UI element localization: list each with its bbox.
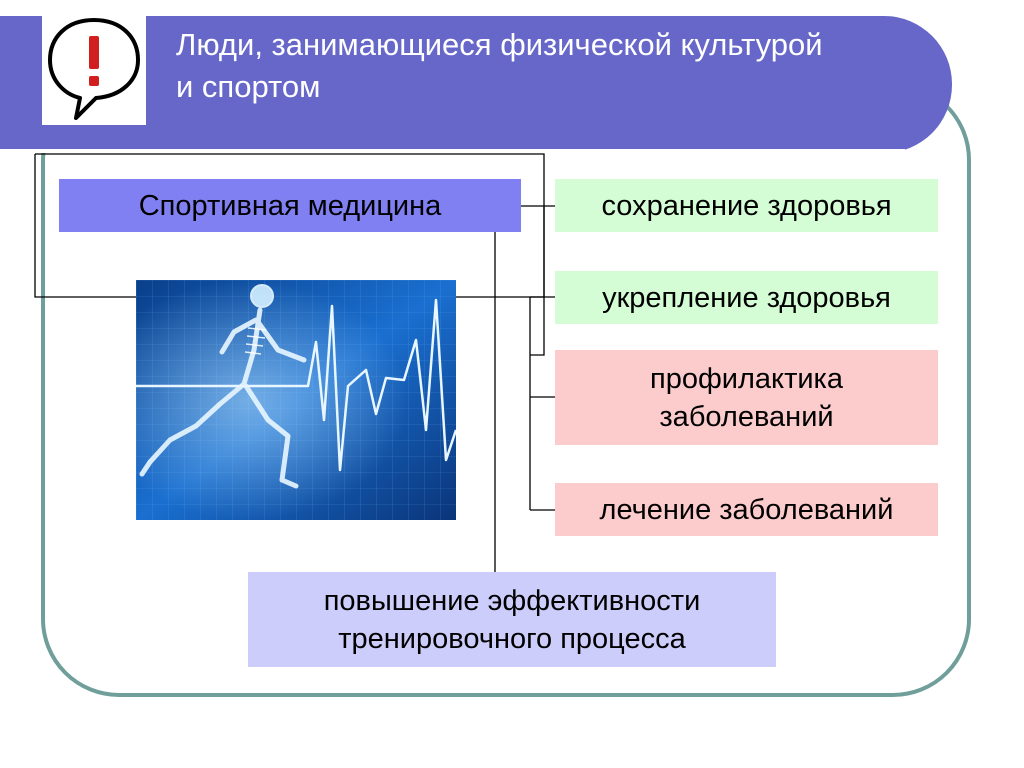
node-disease-prevention-line-2: заболеваний: [659, 400, 834, 433]
node-health-preservation: сохранение здоровья: [555, 179, 938, 232]
node-sports-medicine-label: Спортивная медицина: [138, 189, 442, 222]
node-disease-prevention-line-1: профилактика: [649, 362, 844, 395]
node-training-efficiency-line-2: тренировочного процесса: [338, 622, 686, 655]
running-skeleton-ecg-image: [136, 280, 458, 520]
node-sports-medicine: Спортивная медицина: [59, 179, 521, 232]
title-line-2: и спортом: [176, 69, 321, 104]
node-training-efficiency-line-1: повышение эффективности: [323, 584, 701, 617]
slide-title: Люди, занимающиеся физической культурой …: [176, 24, 946, 108]
node-disease-prevention: профилактика заболеваний: [555, 350, 938, 445]
slide-header: [0, 16, 952, 153]
node-health-strengthening: укрепление здоровья: [555, 271, 938, 324]
connector-trunk-1: [530, 206, 545, 356]
node-disease-treatment-label: лечение заболеваний: [599, 493, 894, 526]
node-disease-treatment: лечение заболеваний: [555, 483, 938, 536]
node-health-preservation-label: сохранение здоровья: [601, 189, 892, 222]
exclamation-speech-bubble-icon: [42, 8, 146, 125]
node-training-efficiency: повышение эффективности тренировочного п…: [248, 572, 776, 667]
node-health-strengthening-label: укрепление здоровья: [602, 281, 891, 314]
header-divider: [0, 149, 905, 153]
title-line-1: Люди, занимающиеся физической культурой: [176, 27, 823, 62]
